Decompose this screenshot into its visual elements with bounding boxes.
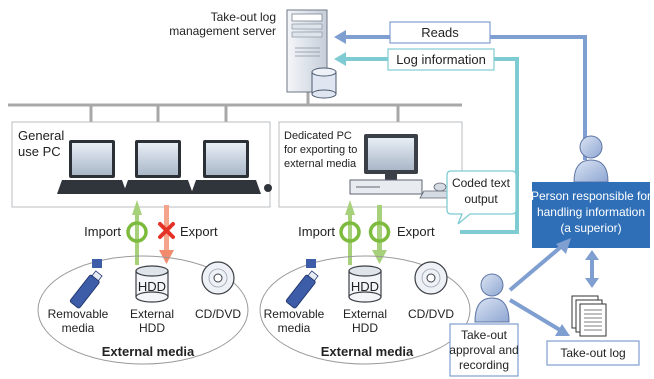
import-label-left: Import bbox=[84, 224, 121, 239]
external-media-group-left bbox=[37, 255, 249, 365]
export-label-left: Export bbox=[180, 224, 218, 239]
external-hdd-icon bbox=[348, 265, 382, 303]
usb-cap-icon bbox=[92, 259, 102, 268]
external-hdd-label-left-line2: HDD bbox=[139, 321, 165, 335]
takeout-log-box bbox=[546, 340, 640, 366]
external-media-caption-right: External media bbox=[321, 344, 414, 359]
reads-arrowhead bbox=[334, 30, 346, 44]
external-media-group-right bbox=[259, 255, 471, 365]
reads-label: Reads bbox=[421, 25, 459, 40]
server-label-line1: Take-out log bbox=[211, 10, 276, 24]
laptop-icon bbox=[123, 140, 204, 194]
approval-label-line2: approval and bbox=[449, 343, 518, 357]
approval-box bbox=[449, 323, 519, 377]
export-label-right: Export bbox=[397, 224, 435, 239]
external-hdd-label-left-line1: External bbox=[130, 307, 174, 321]
hdd-icon-label-left: HDD bbox=[138, 279, 166, 294]
removable-label-right-line1: Removable bbox=[264, 307, 325, 321]
coded-text-line1: Coded text bbox=[452, 176, 511, 190]
usb-drive-icon bbox=[69, 270, 103, 309]
external-hdd-icon bbox=[135, 265, 169, 303]
log-information-label: Log information bbox=[396, 52, 486, 67]
arrowhead bbox=[585, 250, 599, 260]
usb-drive-icon bbox=[285, 270, 319, 309]
arrowhead bbox=[556, 238, 571, 254]
superior-label-line2: handling information bbox=[537, 205, 645, 219]
dedicated-pc-label-line1: Dedicated PC bbox=[284, 130, 352, 142]
approval-label-line1: Take-out bbox=[461, 328, 508, 342]
general-pc-label-line2: use PC bbox=[18, 144, 61, 159]
superior-person-icon bbox=[573, 135, 609, 183]
cd-dvd-icon bbox=[201, 261, 235, 295]
hdd-icon-label-right: HDD bbox=[351, 279, 379, 294]
log-server-icon bbox=[286, 9, 337, 99]
coded-text-callout bbox=[446, 170, 517, 225]
dedicated-pc-label-line3: external media bbox=[284, 158, 357, 170]
cd-dvd-label-right: CD/DVD bbox=[408, 307, 454, 321]
superior-label-line1: Person responsible for bbox=[531, 189, 651, 203]
dedicated-pc-label-line2: for exporting to bbox=[284, 144, 357, 156]
server-label-line2: management server bbox=[169, 24, 276, 38]
export-blocked-icon bbox=[158, 222, 175, 239]
removable-label-left-line1: Removable bbox=[48, 307, 109, 321]
desktop-pc-icon bbox=[349, 134, 461, 199]
laptop-icon bbox=[57, 140, 138, 194]
external-hdd-label-right-line1: External bbox=[343, 307, 387, 321]
usb-cap-icon bbox=[306, 259, 316, 268]
takeout-log-document-icon bbox=[571, 295, 607, 337]
database-icon bbox=[311, 67, 337, 99]
import-arrow-left bbox=[126, 200, 148, 265]
log-information-arrowhead bbox=[334, 52, 346, 66]
superior-label-line3: (a superior) bbox=[560, 221, 621, 235]
general-pc-label-line1: General bbox=[18, 128, 64, 143]
arrowhead bbox=[585, 278, 599, 288]
superior-box bbox=[532, 182, 650, 248]
import-label-right: Import bbox=[298, 224, 335, 239]
removable-label-right-line2: media bbox=[278, 321, 311, 335]
export-arrow-right bbox=[368, 205, 391, 264]
cd-dvd-icon bbox=[414, 261, 448, 295]
import-arrow-right bbox=[339, 200, 361, 265]
approval-person-icon bbox=[474, 273, 510, 323]
laptop-icon bbox=[191, 140, 272, 194]
external-media-caption-left: External media bbox=[102, 344, 195, 359]
removable-label-left-line2: media bbox=[62, 321, 95, 335]
external-hdd-label-right-line2: HDD bbox=[352, 321, 378, 335]
approval-label-line3: recording bbox=[459, 358, 509, 372]
log-information-label-box bbox=[387, 48, 495, 71]
takeout-log-label: Take-out log bbox=[560, 346, 625, 360]
reads-label-box bbox=[389, 21, 491, 44]
arrowhead bbox=[555, 324, 570, 336]
cd-dvd-label-left: CD/DVD bbox=[195, 307, 241, 321]
coded-text-line2: output bbox=[464, 192, 498, 206]
